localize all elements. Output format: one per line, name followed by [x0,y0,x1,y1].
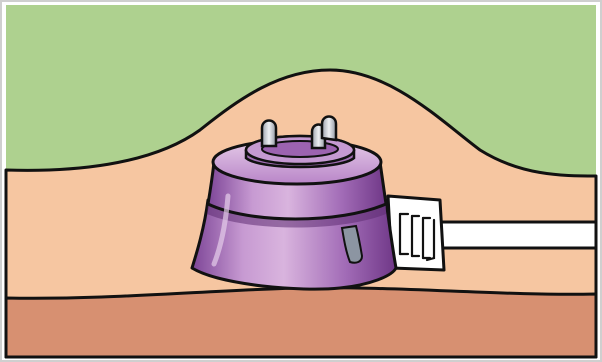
muscle-layer [6,288,596,357]
